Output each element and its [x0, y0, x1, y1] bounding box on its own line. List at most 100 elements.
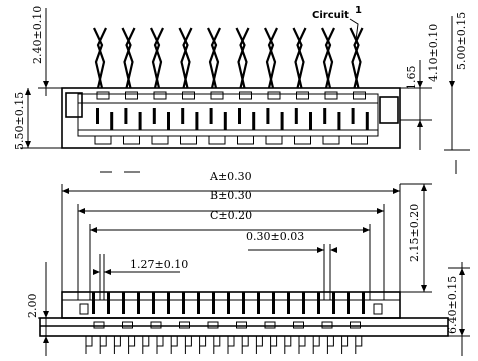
front-leg — [255, 336, 263, 354]
front-pin — [317, 292, 320, 314]
circuit-mark: 1 — [355, 5, 362, 16]
left-latch — [65, 92, 83, 118]
front-body — [39, 317, 449, 337]
zigzag-pin — [235, 27, 246, 89]
contact-slot — [152, 108, 156, 124]
front-leg — [142, 336, 150, 354]
leg-window — [350, 321, 361, 329]
zigzag-pin — [210, 27, 221, 89]
contact-slot — [351, 108, 355, 124]
front-leg — [85, 336, 93, 354]
zigzag-pin — [96, 27, 107, 89]
contact-slot — [110, 112, 114, 130]
top-body-outline — [61, 87, 401, 149]
zigzag-pin — [324, 27, 335, 89]
front-pin-row — [79, 292, 383, 315]
dim-c: C±0.20 — [210, 209, 252, 222]
dim-height-a: 4.10±0.10 — [427, 24, 440, 82]
zigzag-pin — [349, 27, 360, 89]
contact-slot — [167, 112, 170, 130]
dim-body-height: 5.50±0.15 — [13, 92, 26, 150]
contact-slots — [96, 108, 369, 130]
top-body-inner — [77, 93, 379, 137]
top-notch — [210, 91, 224, 100]
front-leg — [199, 336, 207, 354]
top-notch — [324, 91, 338, 100]
zigzag-pin — [93, 27, 104, 89]
contact-slot — [209, 108, 213, 124]
bottom-tab — [123, 135, 140, 145]
front-pin — [152, 292, 155, 314]
dim-overall: 6.40±0.15 — [446, 276, 459, 334]
front-leg — [312, 336, 320, 354]
leg-window — [179, 321, 190, 329]
front-leg-row — [85, 321, 363, 354]
dim-left: 2.00 — [26, 294, 39, 319]
front-leg — [170, 336, 178, 354]
zigzag-pin — [296, 27, 307, 89]
top-notch — [296, 91, 309, 100]
front-pin — [332, 292, 335, 314]
leg-window — [207, 321, 219, 329]
front-pin — [227, 292, 230, 314]
contact-slot — [309, 112, 312, 130]
dim-pitch-small: 0.30±0.03 — [246, 230, 304, 243]
top-view: 2.40±0.10 5.50±0.15 1.65 4.10±0.10 5.00±… — [13, 5, 470, 174]
bottom-tab — [208, 135, 226, 145]
bottom-tab — [294, 135, 311, 145]
bottom-tab — [322, 135, 340, 145]
front-leg — [241, 336, 249, 354]
dim-b: B±0.30 — [210, 189, 252, 202]
zigzag-pin — [267, 27, 278, 89]
contact-slot — [124, 108, 128, 124]
upper-pin-row — [93, 27, 364, 89]
bottom-tab — [94, 135, 112, 145]
zigzag-pin — [153, 27, 164, 89]
dim-top-offset: 2.15±0.20 — [408, 204, 421, 262]
circuit-label: Circuit — [312, 10, 349, 21]
front-pin-end — [79, 303, 89, 315]
top-notch — [125, 91, 138, 100]
contact-slot — [223, 112, 227, 130]
front-pin — [182, 292, 185, 314]
bottom-tab — [237, 135, 254, 145]
leg-window — [293, 321, 304, 329]
front-leg — [284, 336, 292, 354]
zigzag-pin — [121, 27, 132, 89]
dim-a: A±0.30 — [209, 170, 252, 183]
contact-slot — [138, 112, 142, 130]
contact-slot — [294, 108, 298, 124]
front-pin — [122, 292, 125, 314]
zigzag-pin — [264, 27, 275, 89]
leg-window — [321, 321, 333, 329]
front-pin — [197, 292, 200, 314]
leg-window — [264, 321, 276, 329]
front-pin — [362, 292, 365, 314]
contact-slot — [280, 112, 284, 130]
front-pin — [347, 292, 350, 314]
zigzag-pin — [321, 27, 332, 89]
contact-slot — [181, 108, 185, 124]
contact-slot — [323, 108, 327, 124]
bottom-tab — [180, 135, 197, 145]
zigzag-pin — [150, 27, 161, 89]
zigzag-pin — [353, 27, 364, 89]
front-leg — [113, 336, 121, 354]
leg-window — [150, 321, 162, 329]
bottom-tab — [151, 135, 169, 145]
front-pin — [302, 292, 305, 314]
contact-slot — [252, 112, 256, 130]
zigzag-pin — [239, 27, 250, 89]
zigzag-pin — [292, 27, 303, 89]
front-pin — [107, 292, 110, 314]
contact-slot — [96, 108, 99, 124]
contact-slot — [266, 108, 270, 124]
front-leg — [99, 336, 107, 354]
dim-step: 1.65 — [405, 66, 418, 91]
front-leg — [355, 336, 363, 354]
top-notch — [182, 91, 195, 100]
top-notch — [239, 91, 252, 100]
contact-slot — [195, 112, 199, 130]
dim-height-b: 5.00±0.15 — [455, 12, 468, 70]
